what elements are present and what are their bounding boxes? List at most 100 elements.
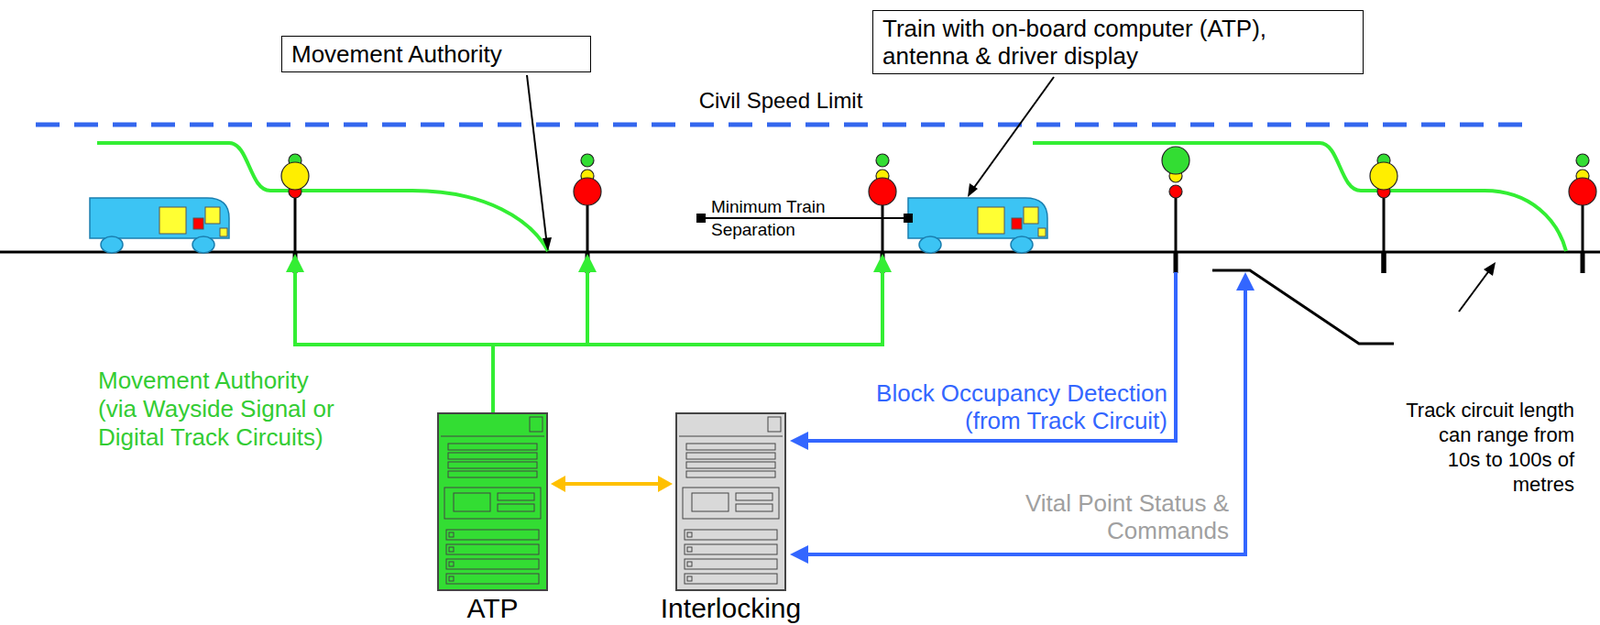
rack-cabinet [684,558,778,570]
movement-authority-feed [293,267,297,345]
speed-limit-label: Civil Speed Limit [699,87,864,114]
rack-cabinet [448,452,537,460]
interlocking-rack: Interlocking [675,412,787,592]
arrowhead [285,253,305,273]
rack-cabinet [449,576,454,581]
train-separation-dimension [903,213,913,223]
rack-cabinet [686,452,776,460]
wayside-signal [1576,153,1590,167]
rack-cabinet [684,573,778,584]
train-separation-dimension [696,213,706,223]
annotation: Track circuit length can range from 10s … [1402,397,1575,497]
annotation: Movement Authority (via Wayside Signal o… [98,366,346,452]
arrowhead [1483,262,1496,276]
data-link-arrow [565,482,658,486]
train [89,197,230,253]
wayside-signal [294,196,297,253]
annotation: Vital Point Status & Commands [1004,489,1229,545]
wayside-signal [868,177,897,206]
rack-cabinet [687,532,692,537]
arrowhead [967,183,978,198]
rack-cabinet [497,504,535,512]
wayside-signal [1568,177,1597,206]
wayside-signal [573,177,602,206]
arrowhead [789,431,809,450]
rack-cabinet [449,532,454,537]
rack-cabinet [735,504,773,512]
arrowhead [542,237,552,252]
rack-cabinet [735,493,773,501]
leader-line [973,76,1054,189]
rack-cabinet [440,436,545,438]
rack-cabinet [438,413,548,591]
rack-cabinet [529,416,543,432]
wayside-signal [876,153,889,167]
wayside-signal [281,146,1597,274]
wayside-signal [1580,252,1586,274]
callout-text: Train with on-board computer (ATP), ante… [882,14,1314,70]
rack-cabinet [686,471,776,478]
rack-cabinet [444,487,541,519]
arrowhead [1236,272,1255,291]
dimension-label: Minimum Train Separation [711,195,840,242]
train [919,236,942,253]
leader-line [526,75,1491,312]
rack-cabinet [687,561,692,567]
train [100,236,123,253]
callout-text: Movement Authority [291,40,503,68]
movement-authority-feed [880,267,885,345]
wayside-signal [1169,185,1183,198]
rack-cabinet [448,443,537,450]
atp-rack: ATP [437,412,548,592]
train [205,207,220,224]
rack-cabinet [449,547,454,552]
train [219,228,228,237]
rack-cabinet [448,461,537,469]
movement-authority-curve [97,142,1567,252]
movement-authority-feed [293,267,885,413]
callout-box: Movement Authority [281,35,592,73]
rack-cabinet [446,558,539,570]
detection-line [804,272,1246,555]
rack-label: ATP [466,594,518,623]
movement-authority-curve [1032,142,1567,252]
wayside-signal [580,153,594,167]
arrowhead [542,183,1496,276]
movement-authority-feed [491,344,495,413]
wayside-signal [1382,196,1386,253]
train [977,207,1005,234]
arrowhead [578,253,597,273]
movement-authority-feed [585,267,590,345]
wayside-signal [1381,252,1387,274]
rack-cabinet [684,529,778,540]
train [1011,218,1022,230]
rack-cabinet [687,576,692,581]
train [159,207,187,234]
train [89,197,230,239]
rack-cabinet [497,493,535,501]
train [908,197,1048,253]
switch-points [1212,270,1394,344]
wayside-signal [1174,196,1178,253]
wayside-signal [1381,252,1387,274]
arrowhead [789,272,1255,564]
rack-cabinet [686,443,776,450]
train [193,218,204,230]
rack-cabinet [446,529,539,540]
leader-line [1458,269,1491,312]
rack-cabinet [675,412,787,592]
rack-cabinet [684,544,778,555]
rack-cabinet [446,573,539,584]
callout-box: Train with on-board computer (ATP), ante… [872,10,1364,75]
rack-cabinet [446,544,539,555]
wayside-signal [1161,146,1190,175]
rack-cabinet [453,493,491,512]
train [192,236,215,253]
speed-limit-line [35,122,1531,128]
detection-line [804,272,1176,441]
train [908,197,1048,239]
arrowhead [873,253,892,273]
data-link-arrow [550,475,673,493]
train-separation-dimension [701,217,909,220]
